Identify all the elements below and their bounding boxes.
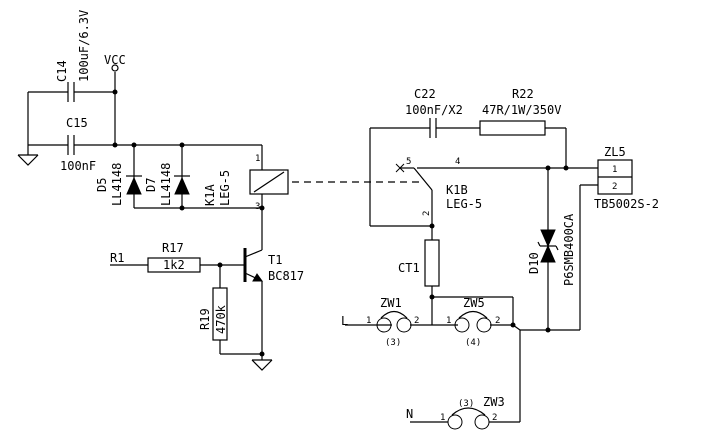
r19-ref-label: R19 (198, 308, 212, 330)
r1-net-label: R1 (110, 251, 124, 265)
zw1-jumper (376, 310, 412, 333)
d10-tvs-diode (537, 168, 559, 330)
d7-diode (174, 145, 190, 208)
zw3-pin2-label: 2 (492, 413, 497, 423)
r22-value-label: 47R/1W/350V (482, 103, 561, 117)
d10-value-label: P6SMB400CA (562, 213, 576, 286)
k1b-pin4-label: 4 (455, 157, 460, 167)
k1b-pin2-label: 2 (422, 211, 432, 216)
r19-resistor (212, 265, 262, 355)
junction-dot (179, 205, 185, 211)
zw5-pin1-label: 1 (446, 316, 451, 326)
junction-dot (563, 165, 569, 171)
zw5-ref-label: ZW5 (463, 296, 485, 310)
d5-value-label: LL4148 (110, 163, 124, 206)
d5-diode (126, 145, 142, 208)
k1b-pin5-label: 5 (406, 157, 411, 167)
d5-ref-label: D5 (95, 178, 109, 192)
t1-value-label: BC817 (268, 269, 304, 283)
c22-ref-label: C22 (414, 87, 436, 101)
zw3-jumper (447, 407, 490, 430)
c14-capacitor (67, 82, 75, 102)
zw3-pin1-label: 1 (440, 413, 445, 423)
r17-resistor (110, 257, 244, 273)
zl5-value-label: TB5002S-2 (594, 197, 659, 211)
c22-capacitor (429, 118, 437, 138)
zw1-ref-label: ZW1 (380, 296, 402, 310)
c22-value-label: 100nF/X2 (405, 103, 463, 117)
r19-value-label: 470k (214, 304, 228, 334)
zw3-ref-label: ZW3 (483, 395, 505, 409)
r22-ref-label: R22 (512, 87, 534, 101)
k1a-value-label: LEG-5 (218, 170, 232, 206)
ground-symbol-transistor (251, 359, 273, 371)
junction-dot (112, 89, 118, 95)
k1b-ref-label: K1B (446, 183, 468, 197)
zw1-pin2-label: 2 (414, 316, 419, 326)
supply-wiring (27, 64, 262, 155)
ground-symbol-left (17, 154, 39, 166)
k1b-value-label: LEG-5 (446, 197, 482, 211)
r22-resistor (479, 120, 546, 136)
k1a-pin1-label: 1 (255, 154, 260, 164)
d10-ref-label: D10 (527, 252, 541, 274)
t1-ref-label: T1 (268, 253, 282, 267)
zl5-pin1-label: 1 (612, 165, 617, 175)
vcc-label: VCC (104, 53, 126, 67)
c15-value-label: 100nF (60, 159, 96, 173)
ct1-ref-label: CT1 (398, 261, 420, 275)
r17-ref-label: R17 (162, 241, 184, 255)
zw5-jumper (454, 310, 492, 333)
r17-value-label: 1k2 (163, 258, 185, 272)
zl5-ref-label: ZL5 (604, 145, 626, 159)
c15-ref-label: C15 (66, 116, 88, 130)
zl5-pin2-label: 2 (612, 182, 617, 192)
zw3-number-label: (3) (458, 399, 474, 409)
junction-dot (112, 142, 118, 148)
zw1-number-label: (3) (385, 338, 401, 348)
c14-ref-label: C14 (55, 60, 69, 82)
zw5-number-label: (4) (465, 338, 481, 348)
junction-dot (259, 351, 265, 357)
line-net-label: L (341, 314, 348, 328)
zl5-terminal-block (579, 159, 633, 330)
c14-value-label: 100uF/6.3V (77, 10, 91, 82)
neutral-net-label: N (406, 407, 413, 421)
ct1-current-transformer (424, 239, 440, 325)
junction-dot (429, 223, 435, 229)
k1a-pin3-label: 3 (255, 202, 260, 212)
mains-wiring (345, 324, 580, 423)
d7-value-label: LL4148 (159, 163, 173, 206)
d7-ref-label: D7 (144, 178, 158, 192)
k1a-ref-label: K1A (203, 184, 217, 206)
c15-capacitor (67, 135, 75, 155)
snubber-wiring (369, 127, 567, 227)
t1-transistor (243, 248, 263, 360)
zw1-pin1-label: 1 (366, 316, 371, 326)
zw5-pin2-label: 2 (495, 316, 500, 326)
k1a-relay-coil (249, 145, 289, 250)
